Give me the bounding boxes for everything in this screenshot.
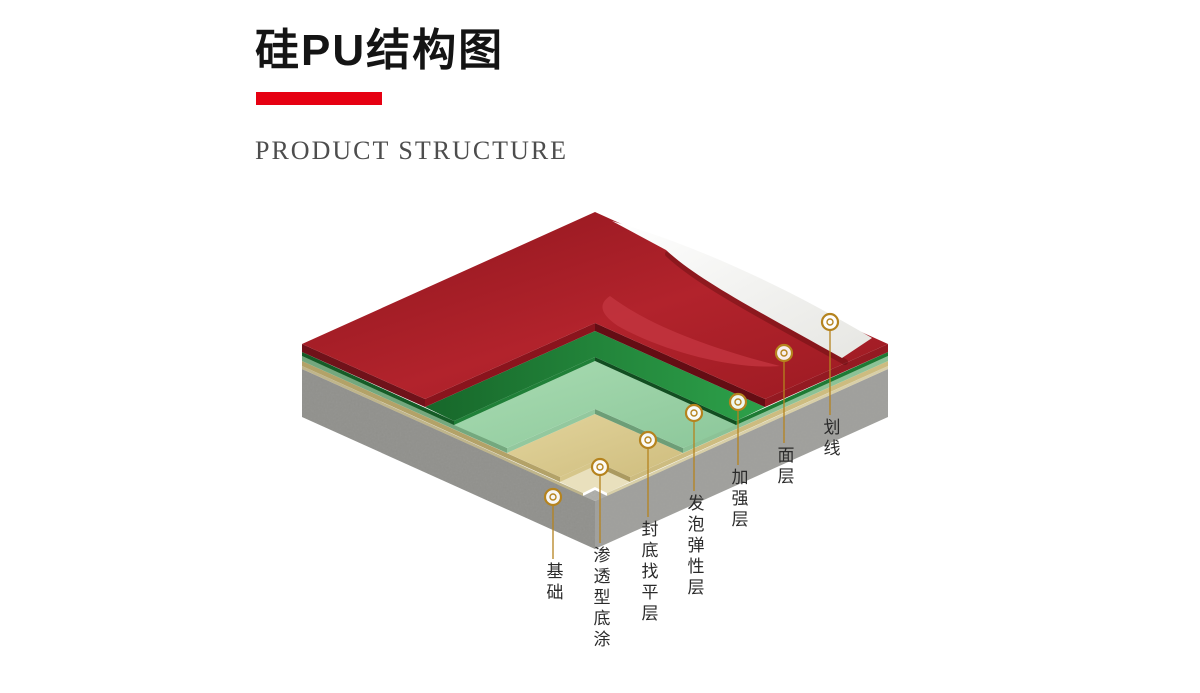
surface-peel-fold	[602, 296, 780, 367]
layer-primer	[302, 366, 888, 496]
marker-primer	[590, 457, 610, 543]
page-subtitle: PRODUCT STRUCTURE	[255, 136, 569, 165]
callout-markers	[543, 312, 840, 559]
reinforcement-front-right-face	[736, 352, 888, 425]
leveling-top-band	[507, 414, 683, 477]
marker-foam	[684, 403, 704, 491]
page-title: 硅PU结构图	[255, 26, 505, 75]
layer-marking-line	[612, 221, 872, 365]
surface-step-face-right	[425, 323, 595, 407]
base-front-left-face	[302, 369, 595, 549]
surface-step-face-left	[595, 323, 765, 407]
marker-marking-line	[820, 312, 840, 415]
base-top-corner	[583, 490, 607, 501]
marker-leveling	[638, 430, 658, 517]
surface-top-face	[302, 212, 888, 399]
surface-front-right-face	[765, 344, 888, 407]
layer-label-leveling: 封底找平层	[638, 520, 658, 625]
reinforcement-step-face-right	[454, 357, 595, 425]
marker-reinforcement	[728, 392, 748, 465]
leveling-step-face-right	[560, 461, 595, 482]
foam-front-left-face	[302, 356, 507, 453]
layer-label-reinforcement: 加强层	[728, 468, 748, 531]
layer-label-primer: 渗透型底涂	[590, 546, 610, 651]
marking-line-stripe	[612, 221, 872, 358]
foam-top-band	[454, 361, 736, 448]
layer-surface	[302, 212, 888, 407]
layer-label-base: 基础	[543, 562, 563, 604]
marker-surface	[774, 343, 794, 443]
layer-foam	[302, 356, 888, 453]
primer-front-left-face	[302, 366, 583, 496]
leveling-front-left-face	[302, 361, 560, 482]
layer-label-foam: 发泡弹性层	[684, 494, 704, 599]
title-accent-bar	[256, 92, 382, 105]
foam-step-face-right	[507, 409, 595, 453]
layer-base-concrete	[302, 369, 888, 549]
surface-front-left-face	[302, 344, 425, 407]
primer-front-right-face	[607, 366, 888, 496]
layer-label-surface: 面层	[774, 446, 794, 488]
layer-label-marking-line: 划线	[820, 418, 840, 460]
marker-base	[543, 487, 563, 559]
reinforcement-top-band	[425, 331, 765, 421]
reinforcement-front-left-face	[302, 352, 454, 425]
foam-front-right-face	[683, 356, 888, 453]
base-front-right-face	[595, 369, 888, 549]
marking-line-shadow	[665, 251, 848, 365]
primer-top-band	[560, 466, 630, 493]
foam-step-face-left	[595, 409, 683, 453]
